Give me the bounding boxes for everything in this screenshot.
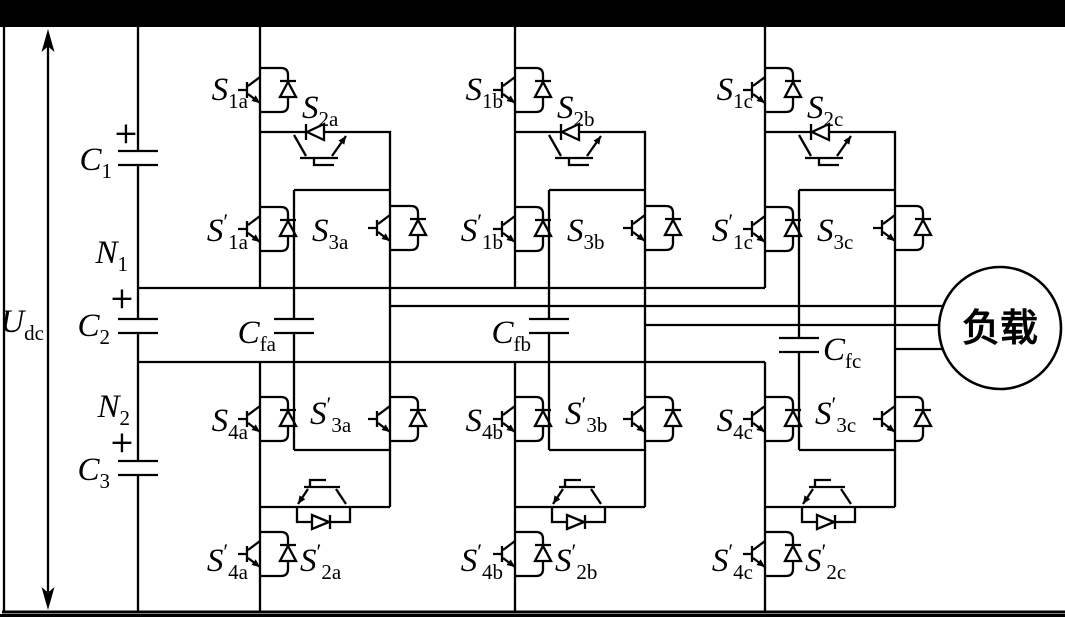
label-load: 负载: [962, 308, 1038, 350]
capacitor-c2: [116, 317, 160, 335]
phase-leg-b: [491, 27, 683, 612]
label-s2a: S2a: [302, 90, 339, 131]
label-c1: C1: [79, 142, 112, 183]
label-s1c-prime: S′1c: [712, 209, 753, 254]
bottom-border-bar: [0, 614, 1065, 617]
label-s3c: S3c: [817, 213, 853, 254]
dc-link: [116, 27, 160, 612]
label-s4b-prime: S′4b: [461, 539, 503, 584]
label-s4a: S4a: [212, 403, 249, 444]
polarity-plus-c2: +: [109, 281, 134, 316]
label-s3b: S3b: [567, 213, 605, 254]
label-s4a-prime: S′4a: [207, 539, 249, 584]
label-s3c-prime: S′3c: [815, 392, 856, 437]
label-n2: N2: [96, 389, 130, 430]
igbt-s2a-prime: [258, 448, 392, 531]
label-cfb: Cfb: [491, 315, 531, 356]
polarity-plus-c3: +: [109, 425, 134, 460]
label-s1b: S1b: [466, 72, 504, 113]
igbt-s2c: [763, 122, 897, 192]
label-s2b-prime: S′2b: [555, 539, 597, 584]
label-s1a-prime: S′1a: [207, 209, 249, 254]
label-s2a-prime: S′2a: [300, 539, 342, 584]
label-s1c: S1c: [717, 72, 753, 113]
label-s2c: S2c: [807, 90, 843, 131]
label-s3a-prime: S′3a: [310, 392, 352, 437]
capacitor-c1: [116, 149, 160, 167]
label-c2: C2: [77, 308, 110, 349]
label-cfc: Cfc: [823, 332, 861, 373]
udc-arrow: [41, 29, 55, 610]
label-s2c-prime: S′2c: [805, 539, 846, 584]
igbt-s2b-prime: [513, 448, 647, 531]
label-s4c-prime: S′4c: [712, 539, 753, 584]
label-s3a: S3a: [312, 213, 349, 254]
igbt-s3a-prime: [366, 385, 428, 453]
label-s2b: S2b: [557, 90, 595, 131]
igbt-s2a: [258, 122, 392, 192]
output-lines: [390, 304, 966, 351]
phase-leg-a: [236, 27, 428, 612]
label-s4c: S4c: [717, 403, 753, 444]
capacitor-cfc: [777, 336, 821, 354]
top-border-bar: [0, 0, 1065, 27]
capacitor-cfa: [272, 317, 316, 335]
igbt-s2b: [513, 122, 647, 192]
igbt-s2c-prime: [763, 448, 897, 531]
igbt-s3b-prime: [621, 385, 683, 453]
label-udc: Udc: [0, 304, 44, 345]
igbt-s3b: [621, 194, 683, 262]
phase-leg-c: [741, 27, 933, 612]
label-s1b-prime: S′1b: [461, 209, 503, 254]
label-s4b: S4b: [466, 403, 504, 444]
capacitor-c3: [116, 459, 160, 477]
label-cfa: Cfa: [238, 315, 277, 356]
igbt-s3a: [366, 194, 428, 262]
label-s3b-prime: S′3b: [565, 392, 607, 437]
label-s1a: S1a: [212, 72, 249, 113]
polarity-plus-c1: +: [113, 116, 138, 151]
capacitor-cfb: [527, 317, 571, 335]
load-circle: [937, 265, 1063, 391]
label-n1: N1: [94, 235, 128, 276]
label-c3: C3: [77, 452, 110, 493]
igbt-s3c: [871, 194, 933, 262]
igbt-s3c-prime: [871, 385, 933, 453]
